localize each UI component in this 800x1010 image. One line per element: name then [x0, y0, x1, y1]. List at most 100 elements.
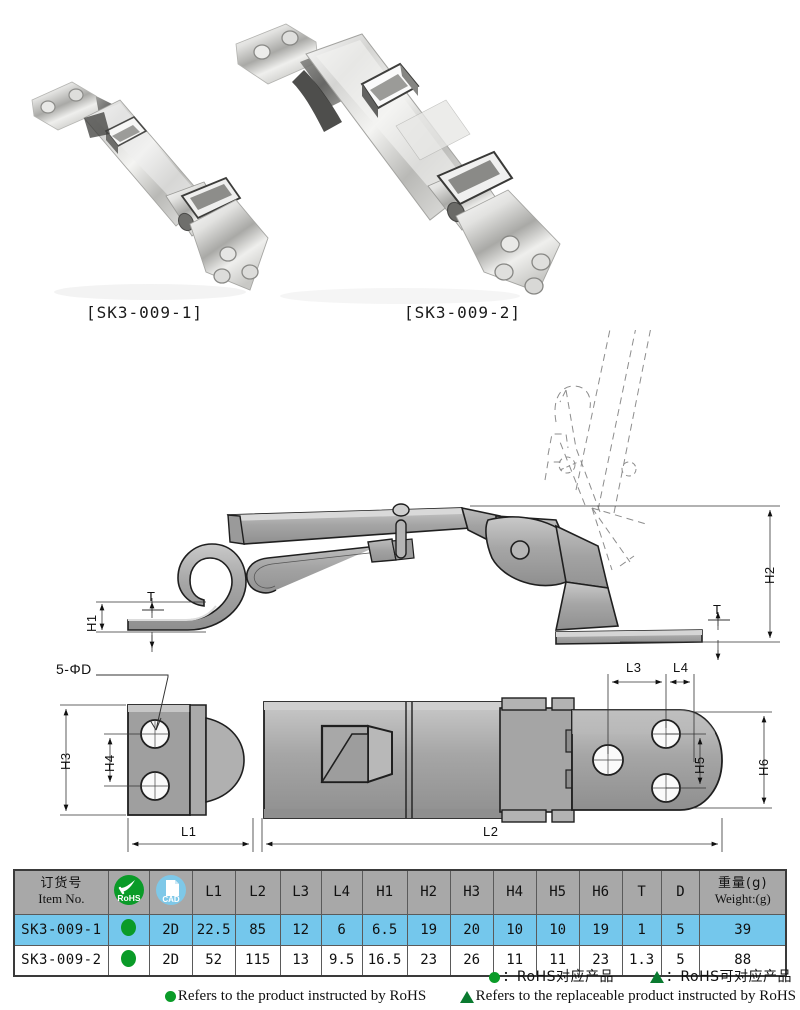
dim-label-h2: H2	[762, 566, 777, 584]
dim-label-h6: H6	[756, 758, 771, 776]
photos-illustration	[31, 23, 561, 304]
clasp-loop-1	[180, 176, 242, 220]
cell-item-no: SK3-009-1	[13, 913, 109, 946]
plan-view-catch	[320, 724, 393, 784]
cell-cad[interactable]: 2D	[148, 944, 193, 977]
cell-h6: 23	[578, 944, 623, 977]
cell-h4: 10	[492, 913, 537, 946]
phantom-pivot-circles	[558, 456, 637, 477]
specification-table: 订货号 Item No. RoHS	[13, 869, 787, 977]
photo-label-2: [SK3-009-2]	[404, 303, 521, 322]
cell-h5: 11	[535, 944, 580, 977]
header-dim-d: D	[660, 869, 701, 915]
header-weight: 重量(g) Weight:(g)	[699, 869, 787, 915]
cell-h2: 19	[406, 913, 451, 946]
cell-h6: 19	[578, 913, 623, 946]
dim-label-h1: H1	[84, 614, 99, 632]
header-weight-en: Weight:(g)	[714, 891, 771, 907]
rohs-triangle-icon	[649, 971, 664, 983]
rohs-icon: RoHS	[113, 874, 145, 910]
rohs-dot-icon	[121, 949, 137, 967]
cell-h1: 16.5	[361, 944, 408, 977]
header-dim-h4: H4	[492, 869, 537, 915]
header-dim-h1: H1	[361, 869, 408, 915]
cell-d: 5	[660, 913, 701, 946]
product-photos: [SK3-009-1] [SK3-009-2]	[0, 0, 800, 340]
cell-l2: 115	[234, 944, 281, 977]
cell-l4: 9.5	[320, 944, 363, 977]
footnote-en-tri-text: Refers to the replaceable product instru…	[475, 988, 796, 1004]
header-weight-cn: 重量(g)	[718, 876, 768, 892]
cell-weight: 39	[699, 913, 787, 946]
dim-label-t-right: T	[713, 602, 722, 617]
cell-h1: 6.5	[361, 913, 408, 946]
cell-h5: 10	[535, 913, 580, 946]
cell-h3: 26	[449, 944, 494, 977]
cell-l3: 12	[279, 913, 322, 946]
footnote-english: Refers to the product instructed by RoHS…	[0, 988, 796, 1005]
cell-h4: 11	[492, 944, 537, 977]
side-view-dimension-lines	[96, 505, 780, 660]
footnote-cn-dot-text: ：RoHS对应产品	[502, 969, 615, 985]
header-rohs: RoHS	[107, 869, 150, 915]
dim-label-t-left: T	[147, 589, 156, 604]
plan-view-dimension-lines	[60, 674, 772, 852]
header-dim-l3: L3	[279, 869, 322, 915]
dim-label-h5: H5	[692, 756, 707, 774]
footnote-en-dot-text: Refers to the product instructed by RoHS	[177, 988, 427, 1004]
dim-label-l4: L4	[673, 660, 689, 675]
table-row[interactable]: SK3-009-2 2D 52 115 13 9.5 16.5 23 26 11…	[13, 944, 787, 977]
rohs-dot-icon	[121, 919, 137, 936]
side-view-clip	[127, 543, 247, 631]
cell-h3: 20	[449, 913, 494, 946]
table-row[interactable]: SK3-009-1 2D 22.5 85 12 6 6.5 19 20 10 1…	[13, 913, 787, 946]
footnote-chinese: ：RoHS对应产品 ：RoHS可对应产品	[489, 966, 792, 986]
drawing-svg	[60, 307, 780, 852]
header-dim-t: T	[621, 869, 662, 915]
specification-table-wrapper: 订货号 Item No. RoHS	[13, 869, 787, 977]
header-item-no-cn: 订货号	[40, 876, 83, 892]
rohs-dot-icon	[489, 971, 501, 983]
cell-l1: 22.5	[191, 913, 236, 946]
hole-callout-label: 5-ΦD	[56, 661, 92, 677]
rohs-triangle-icon	[459, 990, 474, 1003]
cad-icon: CAD	[155, 874, 187, 910]
header-dim-h6: H6	[578, 869, 623, 915]
cell-t: 1	[621, 913, 662, 946]
table-header-row: 订货号 Item No. RoHS	[13, 869, 787, 915]
header-cad: CAD	[148, 869, 193, 915]
cell-weight: 88	[699, 944, 787, 977]
dim-label-l3: L3	[626, 660, 642, 675]
photo-latch-2	[235, 23, 561, 304]
footnote-cn-tri-text: ：RoHS可对应产品	[665, 969, 792, 985]
dim-label-h4: H4	[102, 754, 117, 772]
dim-label-l1: L1	[181, 824, 197, 839]
dim-label-h3: H3	[58, 752, 73, 770]
cell-rohs	[107, 913, 150, 946]
svg-text:RoHS: RoHS	[117, 893, 140, 903]
latch-catch-1	[104, 116, 148, 154]
side-view-rivet	[392, 503, 410, 559]
cell-l3: 13	[279, 944, 322, 977]
header-dim-l1: L1	[191, 869, 236, 915]
cell-cad[interactable]: 2D	[148, 913, 193, 946]
phantom-open-position	[544, 307, 655, 571]
cell-rohs	[107, 944, 150, 977]
svg-text:CAD: CAD	[162, 895, 180, 904]
photo-label-1: [SK3-009-1]	[86, 303, 203, 322]
header-dim-l2: L2	[234, 869, 281, 915]
cell-d: 5	[660, 944, 701, 977]
header-dim-h5: H5	[535, 869, 580, 915]
cell-item-no: SK3-009-2	[13, 944, 109, 977]
clasp-loop-2	[436, 150, 514, 206]
dim-label-l2: L2	[483, 824, 499, 839]
header-item-no: 订货号 Item No.	[13, 869, 109, 915]
cell-l2: 85	[234, 913, 281, 946]
rohs-dot-icon	[164, 991, 176, 1003]
cell-h2: 23	[406, 944, 451, 977]
side-view	[127, 503, 703, 645]
plan-view	[127, 697, 723, 823]
cell-l4: 6	[320, 913, 363, 946]
photo-latch-1	[31, 81, 269, 300]
